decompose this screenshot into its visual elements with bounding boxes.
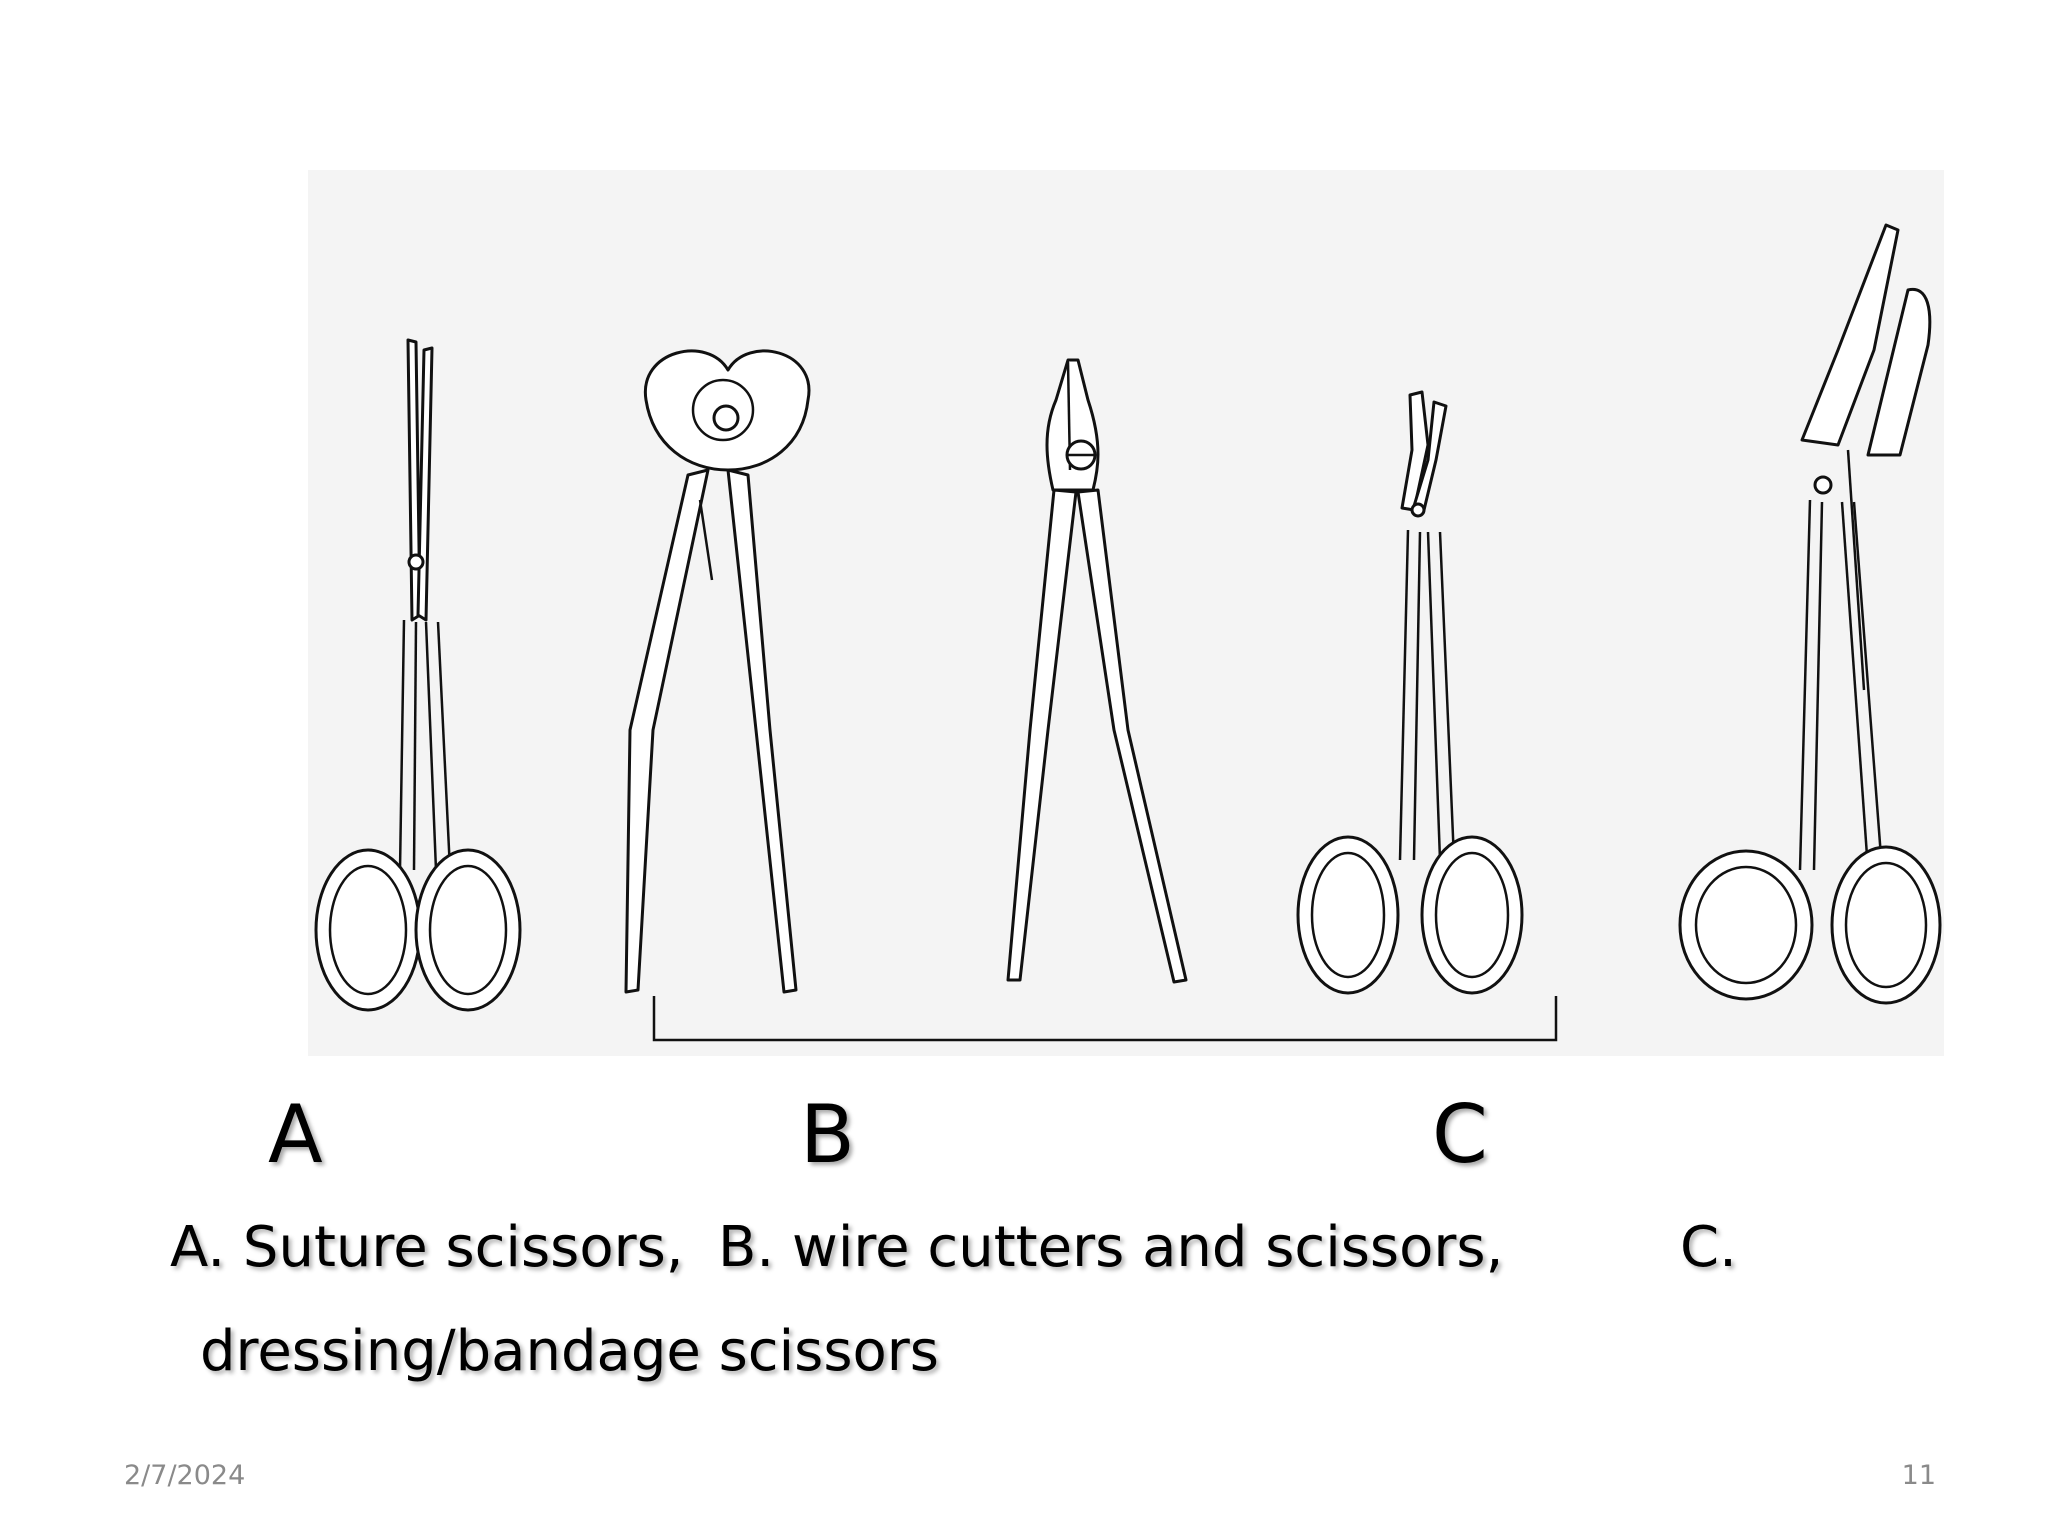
caption-part-a: A. Suture scissors, (170, 1215, 684, 1280)
footer-page-number: 11 (1901, 1460, 1936, 1491)
bandage-scissors-icon (1678, 223, 1942, 1005)
wire-scissors-icon (1296, 390, 1524, 995)
footer-date: 2/7/2024 (124, 1460, 246, 1491)
label-b: B (800, 1088, 855, 1181)
caption-part-c: C. (1680, 1215, 1737, 1280)
label-a: A (268, 1088, 323, 1181)
suture-scissors-icon (314, 338, 522, 1012)
end-cutter-pliers-icon (624, 349, 811, 994)
caption-part-b: B. wire cutters and scissors, (718, 1215, 1504, 1280)
label-c: C (1432, 1088, 1488, 1181)
side-wire-cutter-icon (1006, 358, 1188, 984)
instrument-illustration (308, 170, 1944, 1056)
bracket-line (652, 996, 1558, 1042)
caption-line-2: dressing/bandage scissors (200, 1319, 939, 1384)
instrument-drawing (314, 223, 1942, 1042)
